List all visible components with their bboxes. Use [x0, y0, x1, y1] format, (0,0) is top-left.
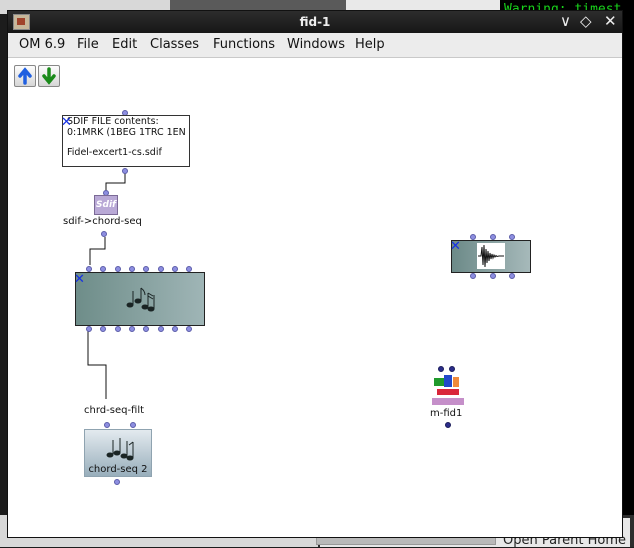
chrd-seq-filt-label: chrd-seq-filt: [84, 405, 145, 416]
chord-seq-inlet[interactable]: [157, 266, 164, 272]
arrow-up-icon: [18, 67, 32, 85]
sound-outlet[interactable]: [470, 273, 476, 279]
chord-seq-inlet[interactable]: [86, 266, 92, 272]
chord-seq-outlet[interactable]: [128, 326, 135, 332]
chord-seq-outlet[interactable]: [143, 326, 150, 332]
chord-seq-notes-icon: [126, 287, 155, 312]
chord-seq-outlet[interactable]: [100, 326, 107, 332]
chord-seq-2-label: chord-seq 2: [88, 464, 148, 475]
chord-seq-2-notes-icon: [106, 438, 134, 461]
sound-inlet[interactable]: [490, 234, 496, 240]
sound-outlet[interactable]: [490, 273, 496, 279]
menu-edit[interactable]: Edit: [112, 37, 138, 52]
chord-seq-box[interactable]: [75, 272, 205, 326]
sdif-to-chord-seq-outlet[interactable]: [101, 231, 107, 237]
chord-seq-outlet[interactable]: [186, 326, 193, 332]
chord-seq-outlet[interactable]: [171, 326, 178, 332]
sdif-file-box[interactable]: SDIF FILE contents: 0:1MRK (1BEG 1TRC 1E…: [62, 115, 190, 167]
background-window-edge: [170, 0, 634, 14]
m-fid1-icon[interactable]: [432, 374, 466, 408]
sdif-contents-line1: SDIF FILE contents:: [67, 116, 159, 127]
menu-om[interactable]: OM 6.9: [19, 37, 66, 52]
sdif-to-chord-seq-label: sdif->chord-seq: [63, 216, 142, 227]
chord-seq-2-box[interactable]: chord-seq 2: [84, 429, 152, 477]
chord-seq-2-inlet[interactable]: [104, 422, 110, 428]
background-scrollbar: [316, 537, 496, 545]
menu-classes[interactable]: Classes: [150, 37, 199, 52]
chord-seq-inlet[interactable]: [171, 266, 178, 272]
chord-seq-inlet[interactable]: [100, 266, 107, 272]
m-fid1-label: m-fid1: [430, 408, 463, 419]
m-fid1-inlet[interactable]: [449, 366, 455, 372]
toolbar-up-button[interactable]: [14, 65, 36, 87]
close-icon[interactable]: ✕: [604, 12, 617, 30]
menu-windows[interactable]: Windows: [287, 37, 346, 52]
menu-help[interactable]: Help: [355, 37, 385, 52]
waveform-icon: [477, 243, 505, 269]
chord-seq-outlet[interactable]: [157, 326, 164, 332]
patch-window: fid-1 ∨ ◇ ✕ OM 6.9 File Edit Classes Fun…: [8, 11, 622, 537]
arrow-down-icon: [42, 67, 56, 85]
chord-seq-outlet[interactable]: [114, 326, 121, 332]
sound-inlet[interactable]: [470, 234, 476, 240]
toolbar-down-button[interactable]: [38, 65, 60, 87]
m-fid1-outlet[interactable]: [445, 422, 451, 428]
sdif-function-icon[interactable]: Sdif: [94, 195, 118, 215]
selection-x-icon[interactable]: ✕: [61, 115, 72, 130]
sound-box[interactable]: [451, 240, 531, 273]
chord-seq-2-inlet[interactable]: [130, 422, 136, 428]
chord-seq-outlet[interactable]: [86, 326, 92, 332]
maximize-icon[interactable]: ◇: [580, 12, 592, 30]
title-bar[interactable]: fid-1 ∨ ◇ ✕: [8, 11, 622, 33]
chord-seq-inlet[interactable]: [114, 266, 121, 272]
menu-bar: OM 6.9 File Edit Classes Functions Windo…: [8, 33, 622, 58]
minimize-icon[interactable]: ∨: [560, 12, 571, 30]
selection-x-icon[interactable]: ✕: [74, 272, 85, 287]
m-fid1-inlet[interactable]: [438, 366, 444, 372]
selection-x-icon[interactable]: ✕: [450, 239, 461, 254]
sdif-contents-line2: 0:1MRK (1BEG 1TRC 1EN: [67, 127, 186, 138]
chord-seq-inlet[interactable]: [143, 266, 150, 272]
sdif-filename: Fidel-excert1-cs.sdif: [67, 147, 162, 158]
window-title: fid-1: [299, 15, 331, 29]
chord-seq-inlet[interactable]: [128, 266, 135, 272]
chord-seq-2-outlet[interactable]: [114, 479, 120, 485]
menu-functions[interactable]: Functions: [213, 37, 276, 52]
sound-outlet[interactable]: [509, 273, 515, 279]
sdif-file-outlet[interactable]: [122, 168, 128, 174]
chord-seq-inlet[interactable]: [186, 266, 193, 272]
desktop-background-top: [0, 0, 634, 14]
patch-connections: [87, 173, 126, 399]
om-window-icon[interactable]: [13, 14, 30, 30]
menu-file[interactable]: File: [77, 37, 99, 52]
sound-inlet[interactable]: [509, 234, 515, 240]
